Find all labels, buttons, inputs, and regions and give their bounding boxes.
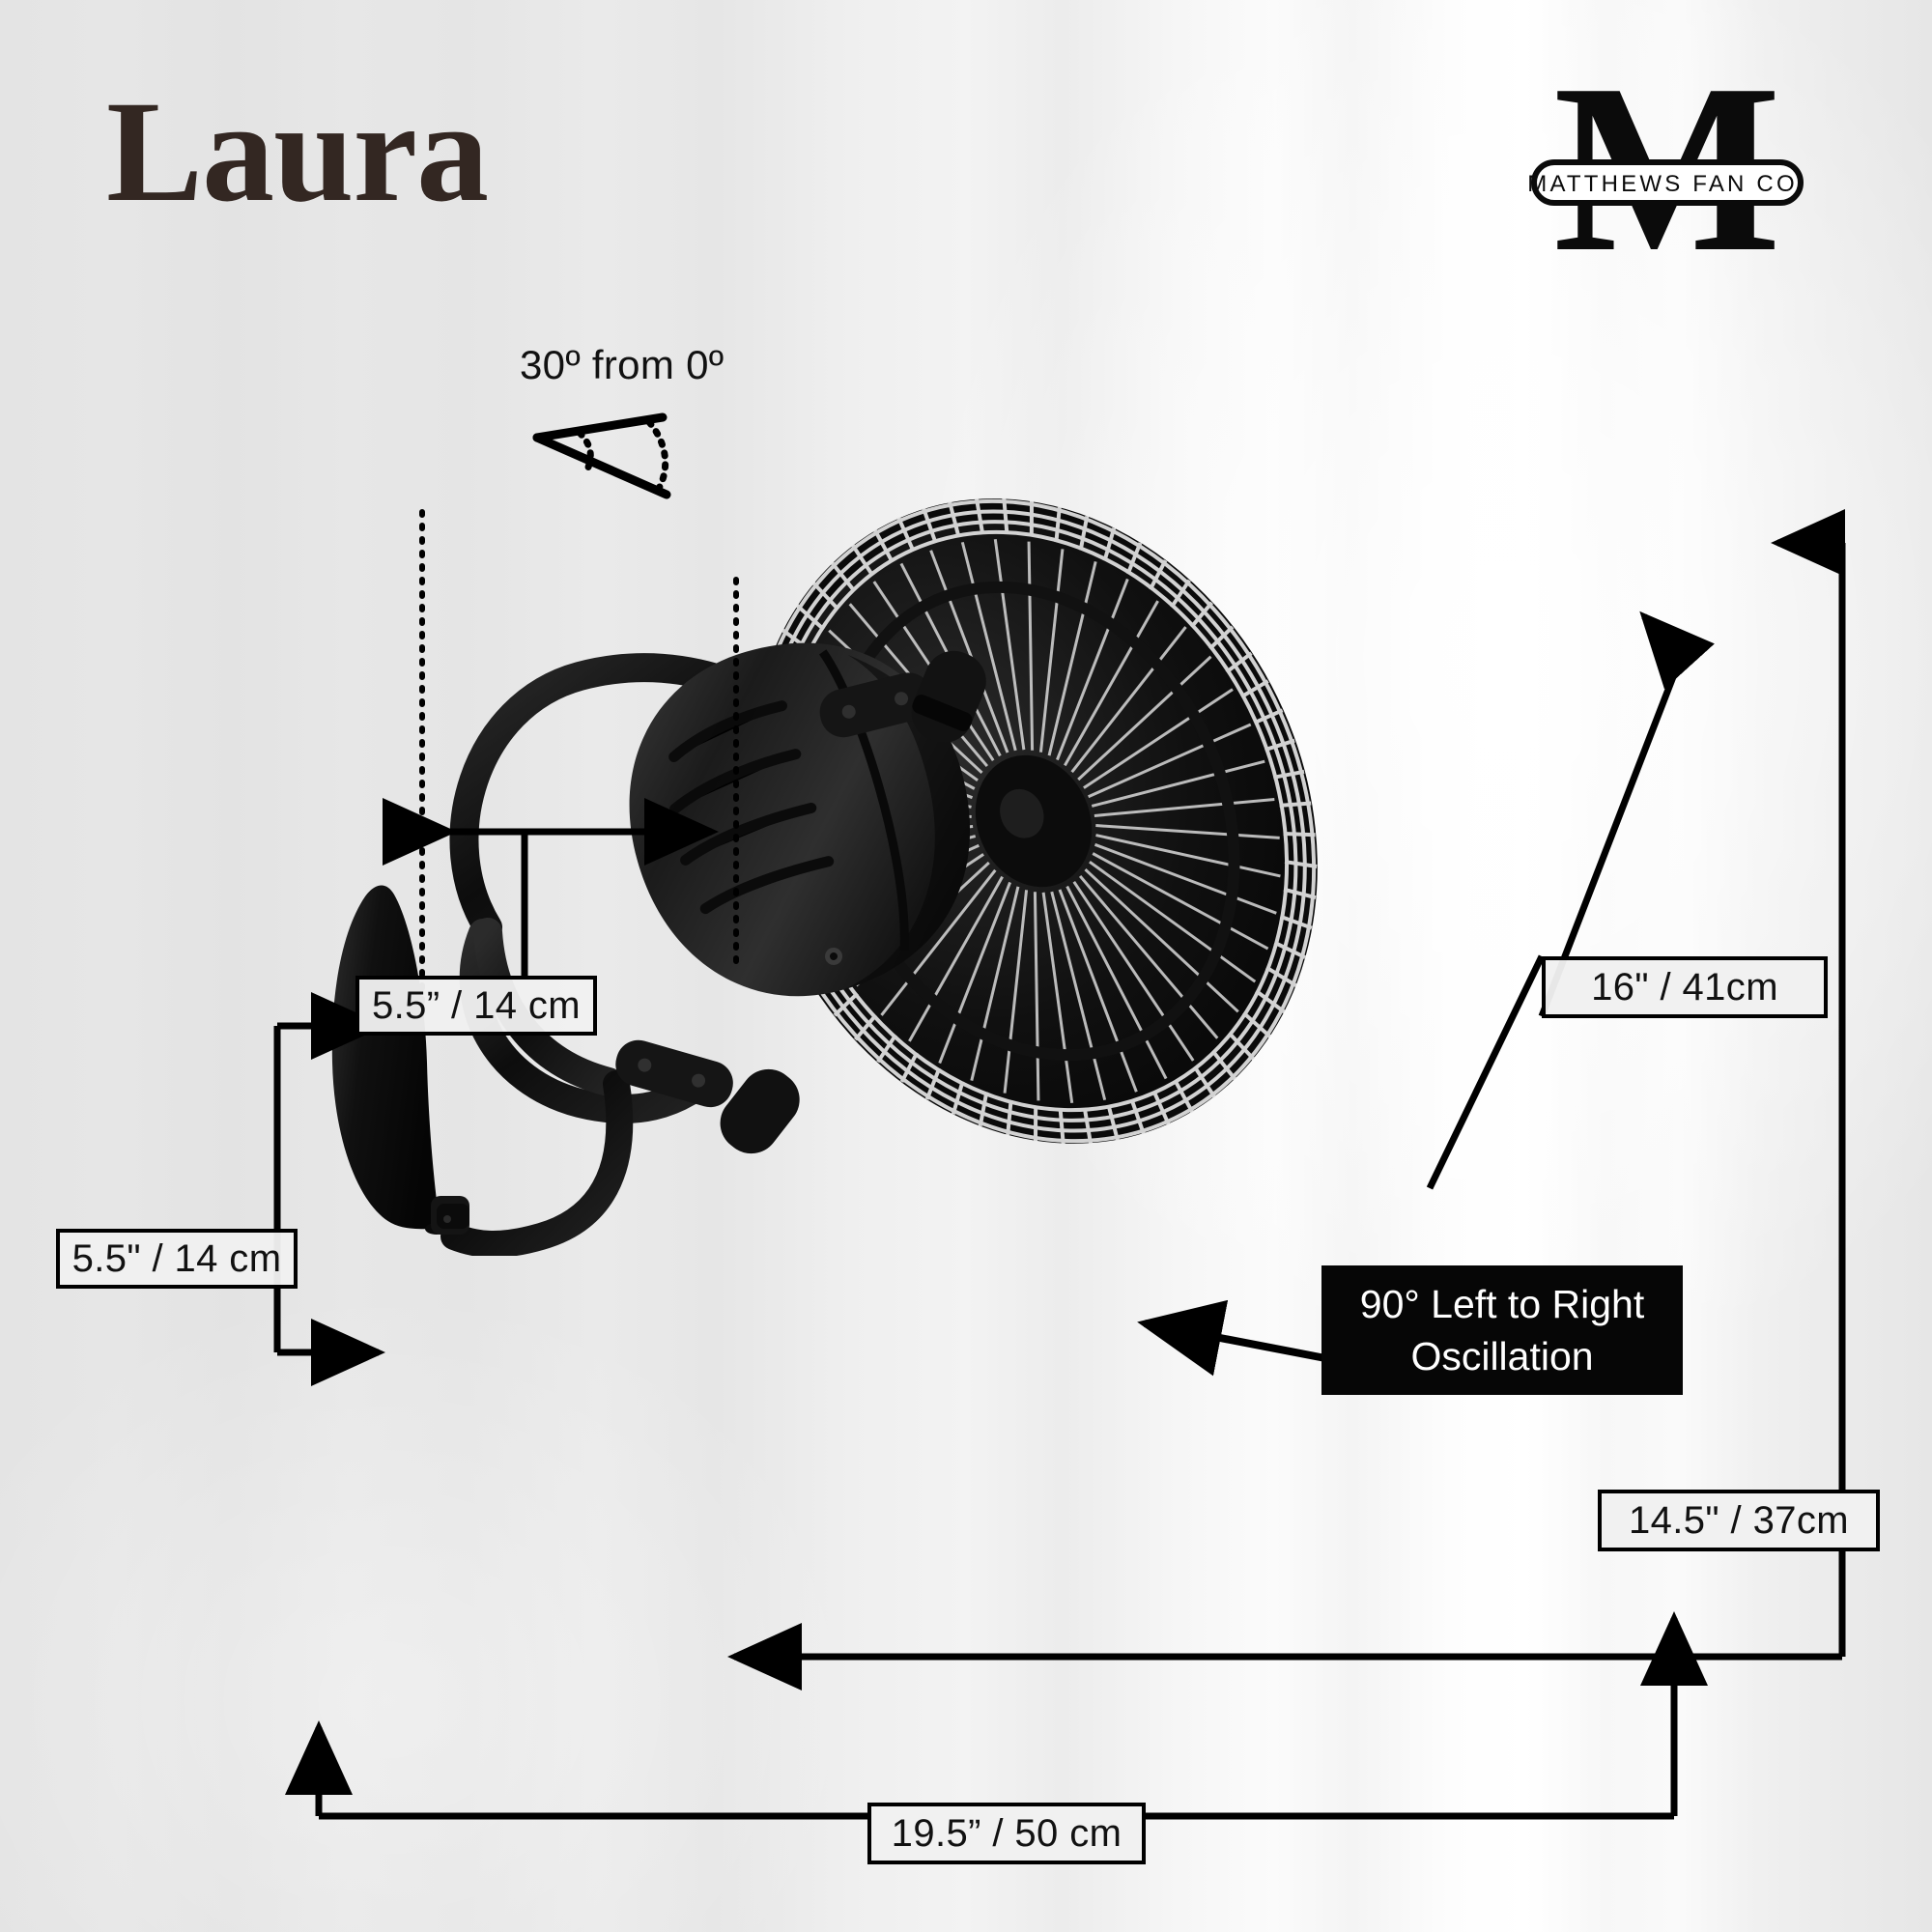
brand-logo: M MATTHEWS FAN CO. [1527, 50, 1806, 265]
wall-canopy [331, 885, 469, 1235]
depth-dimension-arrow [383, 798, 719, 978]
mount-diameter-label: 5.5" / 14 cm [56, 1229, 298, 1289]
mount-dimension-bracket [273, 992, 385, 1386]
blade-span-label: 16" / 41cm [1542, 956, 1828, 1018]
page-title: Laura [106, 71, 489, 232]
brand-pill [1531, 159, 1804, 206]
tilt-angle-icon [532, 412, 671, 499]
swivel-joints [615, 650, 986, 1154]
oscillation-leader [1137, 1299, 1326, 1377]
blade-span-leaders [1426, 611, 1715, 1190]
oscillation-line-1: 90° Left to Right [1359, 1281, 1645, 1326]
depth-guide-lines [419, 509, 739, 1008]
brand-monogram-icon: M [1553, 50, 1781, 265]
oscillation-badge: 90° Left to Right Oscillation [1321, 1265, 1683, 1395]
depth-label: 5.5” / 14 cm [355, 976, 597, 1036]
oscillation-line-2: Oscillation [1410, 1334, 1594, 1378]
width-dimension-line [285, 1611, 1708, 1820]
brand-name-text: MATTHEWS FAN CO. [1527, 171, 1806, 197]
height-label: 14.5" / 37cm [1598, 1490, 1880, 1551]
tilt-angle-label: 30º from 0º [520, 342, 724, 387]
width-label: 19.5” / 50 cm [867, 1803, 1146, 1864]
product-illustration [331, 497, 1318, 1256]
